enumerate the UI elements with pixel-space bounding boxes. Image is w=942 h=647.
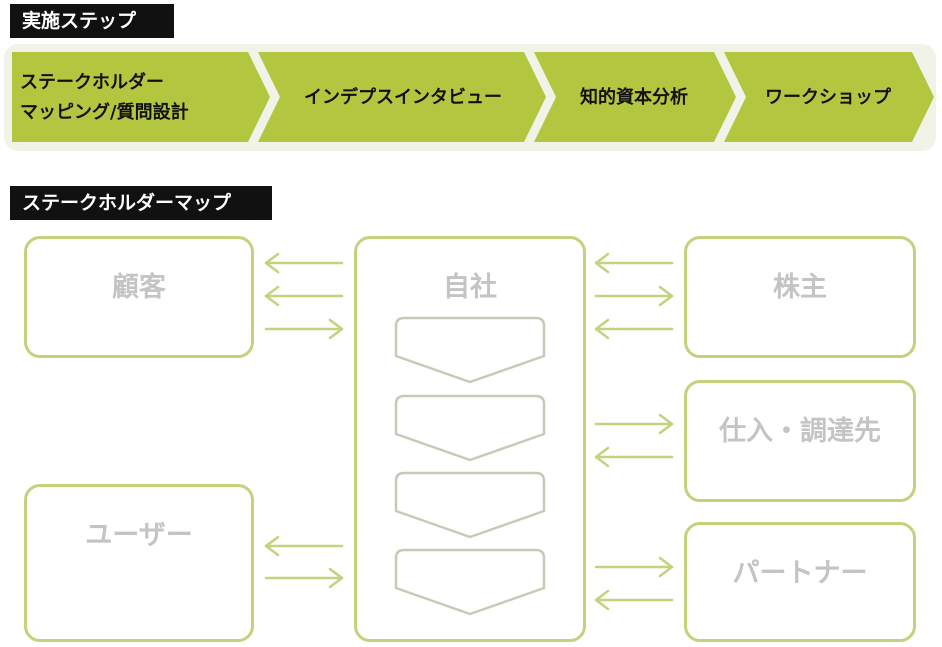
arrow-company-to-partner: [594, 556, 674, 578]
arrow-company-to-shareholder: [594, 285, 674, 307]
step-workshop: ワークショップ: [765, 87, 891, 108]
user-title: ユーザー: [85, 520, 193, 551]
steps-flow: ステークホルダー マッピング/質問設計 インデプスインタビュー 知的資本分析 ワ…: [0, 40, 942, 155]
step-chevron-4: [724, 52, 934, 142]
step-indepth-interview: インデプスインタビュー: [304, 87, 502, 108]
supplier-title: 仕入・調達先: [719, 416, 881, 447]
arrow-company-to-user: [264, 535, 344, 557]
arrow-shareholder-to-company-1: [594, 252, 674, 274]
step-stakeholder-mapping: ステークホルダー マッピング/質問設計: [20, 58, 250, 138]
step-chevron-2: [258, 52, 546, 142]
company-title: 自社: [443, 272, 497, 303]
steps-section-label: 実施ステップ: [10, 4, 174, 38]
arrow-company-to-customer-1: [264, 252, 344, 274]
user-box: ユーザー: [24, 484, 254, 642]
steps-flow-graphic: [4, 44, 936, 151]
customer-title: 顧客: [112, 272, 166, 303]
partner-title: パートナー: [732, 558, 868, 589]
step-chevron-1: [12, 52, 270, 142]
supplier-box: 仕入・調達先: [684, 380, 916, 502]
arrow-shareholder-to-company-2: [594, 318, 674, 340]
step-chevron-3: [534, 52, 736, 142]
arrow-supplier-to-company: [594, 446, 674, 468]
company-box: 自社: [354, 236, 586, 642]
arrow-user-to-company: [264, 567, 344, 589]
partner-box: パートナー: [684, 522, 916, 642]
shareholder-title: 株主: [773, 272, 827, 303]
stakeholder-map-section-label: ステークホルダーマップ: [10, 186, 272, 220]
step-1-line-1: ステークホルダー: [20, 72, 164, 93]
arrow-company-to-customer-2: [264, 285, 344, 307]
arrow-customer-to-company: [264, 318, 344, 340]
shareholder-box: 株主: [684, 236, 916, 358]
step-1-line-2: マッピング/質問設計: [20, 102, 189, 123]
step-intellectual-capital-analysis: 知的資本分析: [580, 87, 688, 108]
arrow-partner-to-company: [594, 589, 674, 611]
customer-box: 顧客: [24, 236, 254, 358]
arrow-company-to-supplier: [594, 413, 674, 435]
